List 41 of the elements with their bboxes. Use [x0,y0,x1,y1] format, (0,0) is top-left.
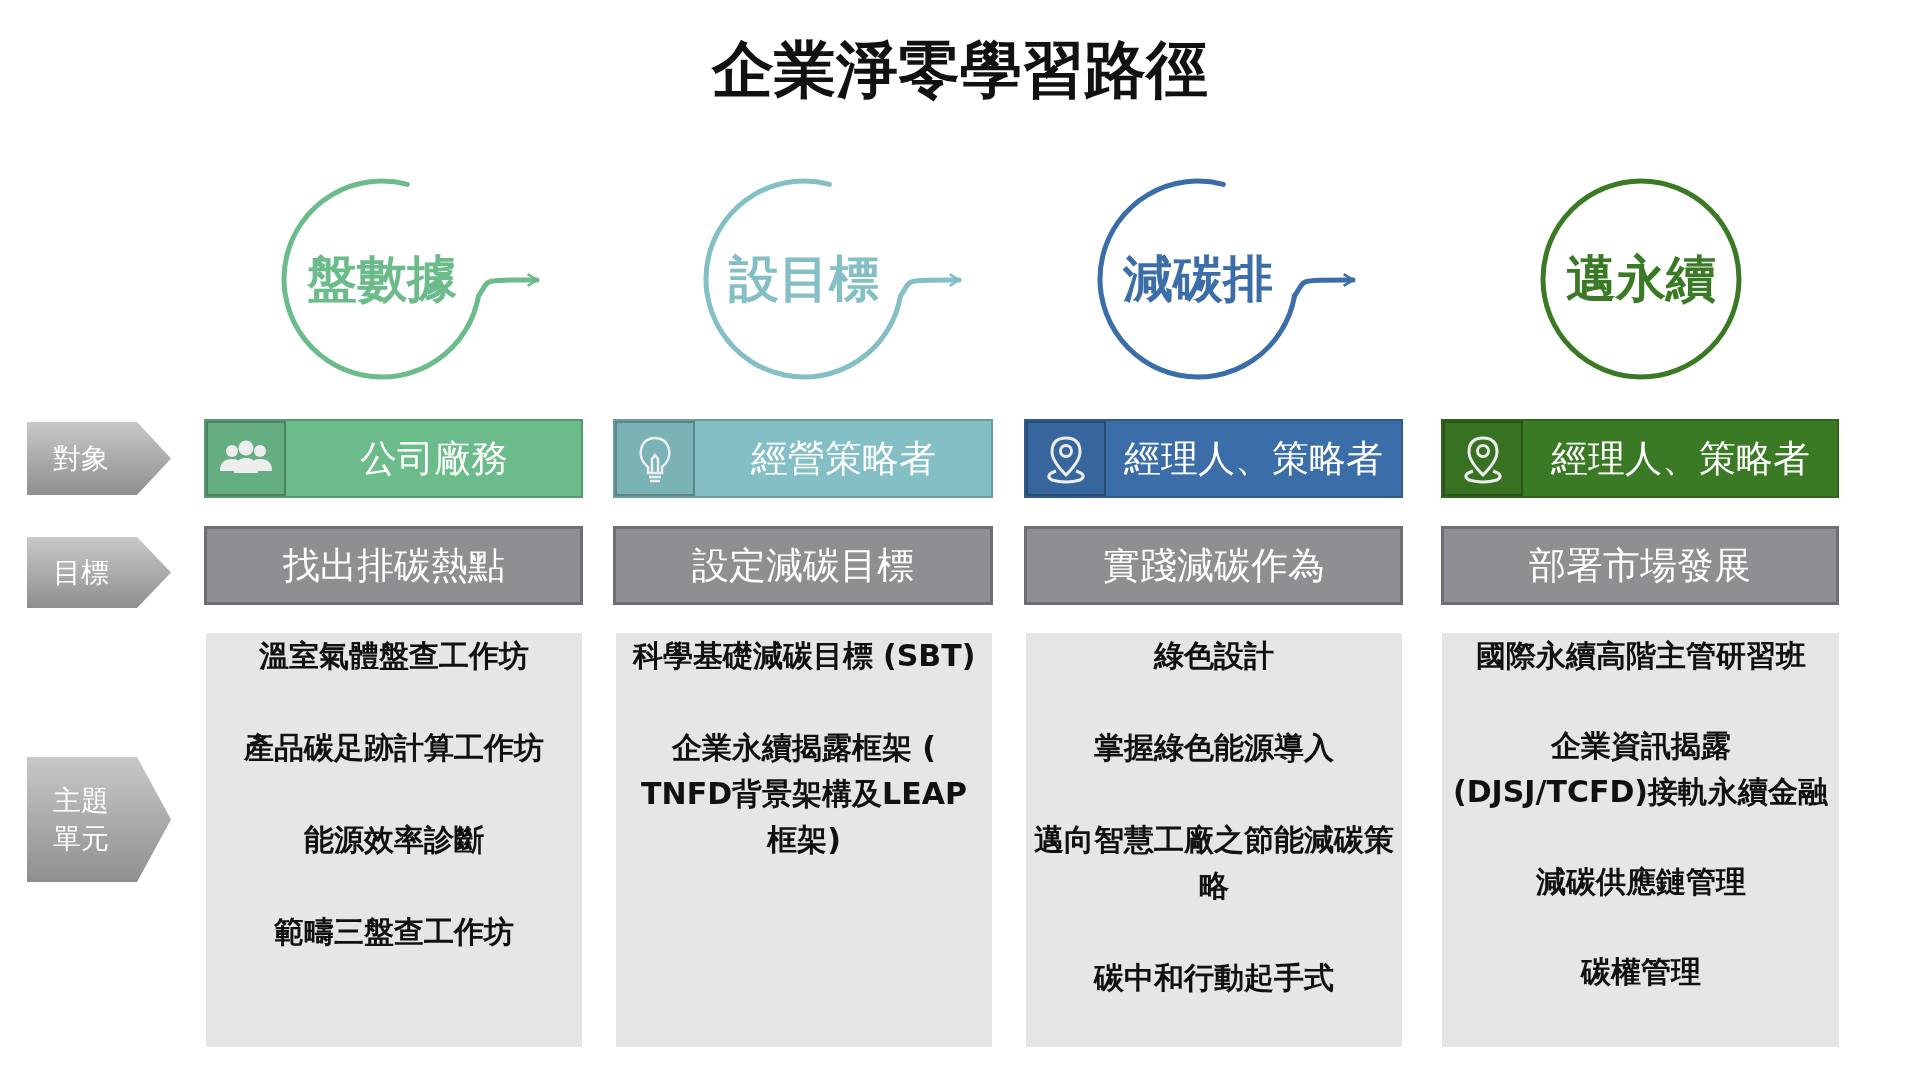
topic-panel [1442,633,1839,1047]
stage-title: 邁永續 [1565,248,1717,310]
row-label: 對象 [53,440,110,477]
topic-item: 溫室氣體盤查工作坊 [259,637,529,675]
audience-label: 經理人、策略者 [1123,435,1384,482]
curved-arrow [898,272,962,299]
diagram-title: 企業淨零學習路徑 [710,32,1209,108]
row-label: 目標 [53,554,110,591]
audience-label: 經營策略者 [749,435,937,482]
goal-banner: 實踐減碳作為 [1024,526,1403,605]
topic-item: 減碳供應鏈管理 [1535,863,1746,901]
goal-banner: 設定減碳目標 [613,526,993,605]
topic-item: 掌握綠色能源導入 [1094,729,1334,767]
topic-panel [616,633,992,1047]
topic-item: 碳權管理 [1580,953,1701,991]
stage-title: 設目標 [727,248,880,310]
audience-banner [1441,419,1839,498]
row-label: 主題單元 [53,782,110,857]
stage-title: 減碳排 [1121,248,1274,310]
curved-arrow [1292,272,1356,299]
topic-item: 能源效率診斷 [304,821,484,859]
audience-label: 公司廠務 [358,435,509,482]
topic-panel [1026,633,1402,1047]
topic-item: 國際永續高階主管研習班 [1475,637,1806,675]
topic-item: 產品碳足跡計算工作坊 [244,729,544,767]
audience-banner [1024,419,1403,498]
topic-item: 碳中和行動起手式 [1094,959,1334,997]
goal-banner: 找出排碳熱點 [204,526,583,605]
audience-banner [204,419,583,498]
topic-item: 科學基礎減碳目標 (SBT) [632,637,976,675]
stage-title: 盤數據 [306,248,458,310]
audience-banner [613,419,993,498]
topic-item: 範疇三盤查工作坊 [274,913,514,951]
topic-item: 綠色設計 [1154,637,1274,675]
topic-panel [206,633,582,1047]
topic-item: 企業永續揭露框架 ( TNFD背景架構及LEAP 框架) [640,729,968,859]
topic-item: 企業資訊揭露 (DJSJ/TCFD)接軌永續金融 [1451,727,1830,811]
topic-item: 邁向智慧工廠之節能減碳策略 [1033,821,1395,905]
curved-arrow [476,272,540,299]
goal-banner: 部署市場發展 [1441,526,1839,605]
audience-label: 經理人、策略者 [1549,435,1811,482]
